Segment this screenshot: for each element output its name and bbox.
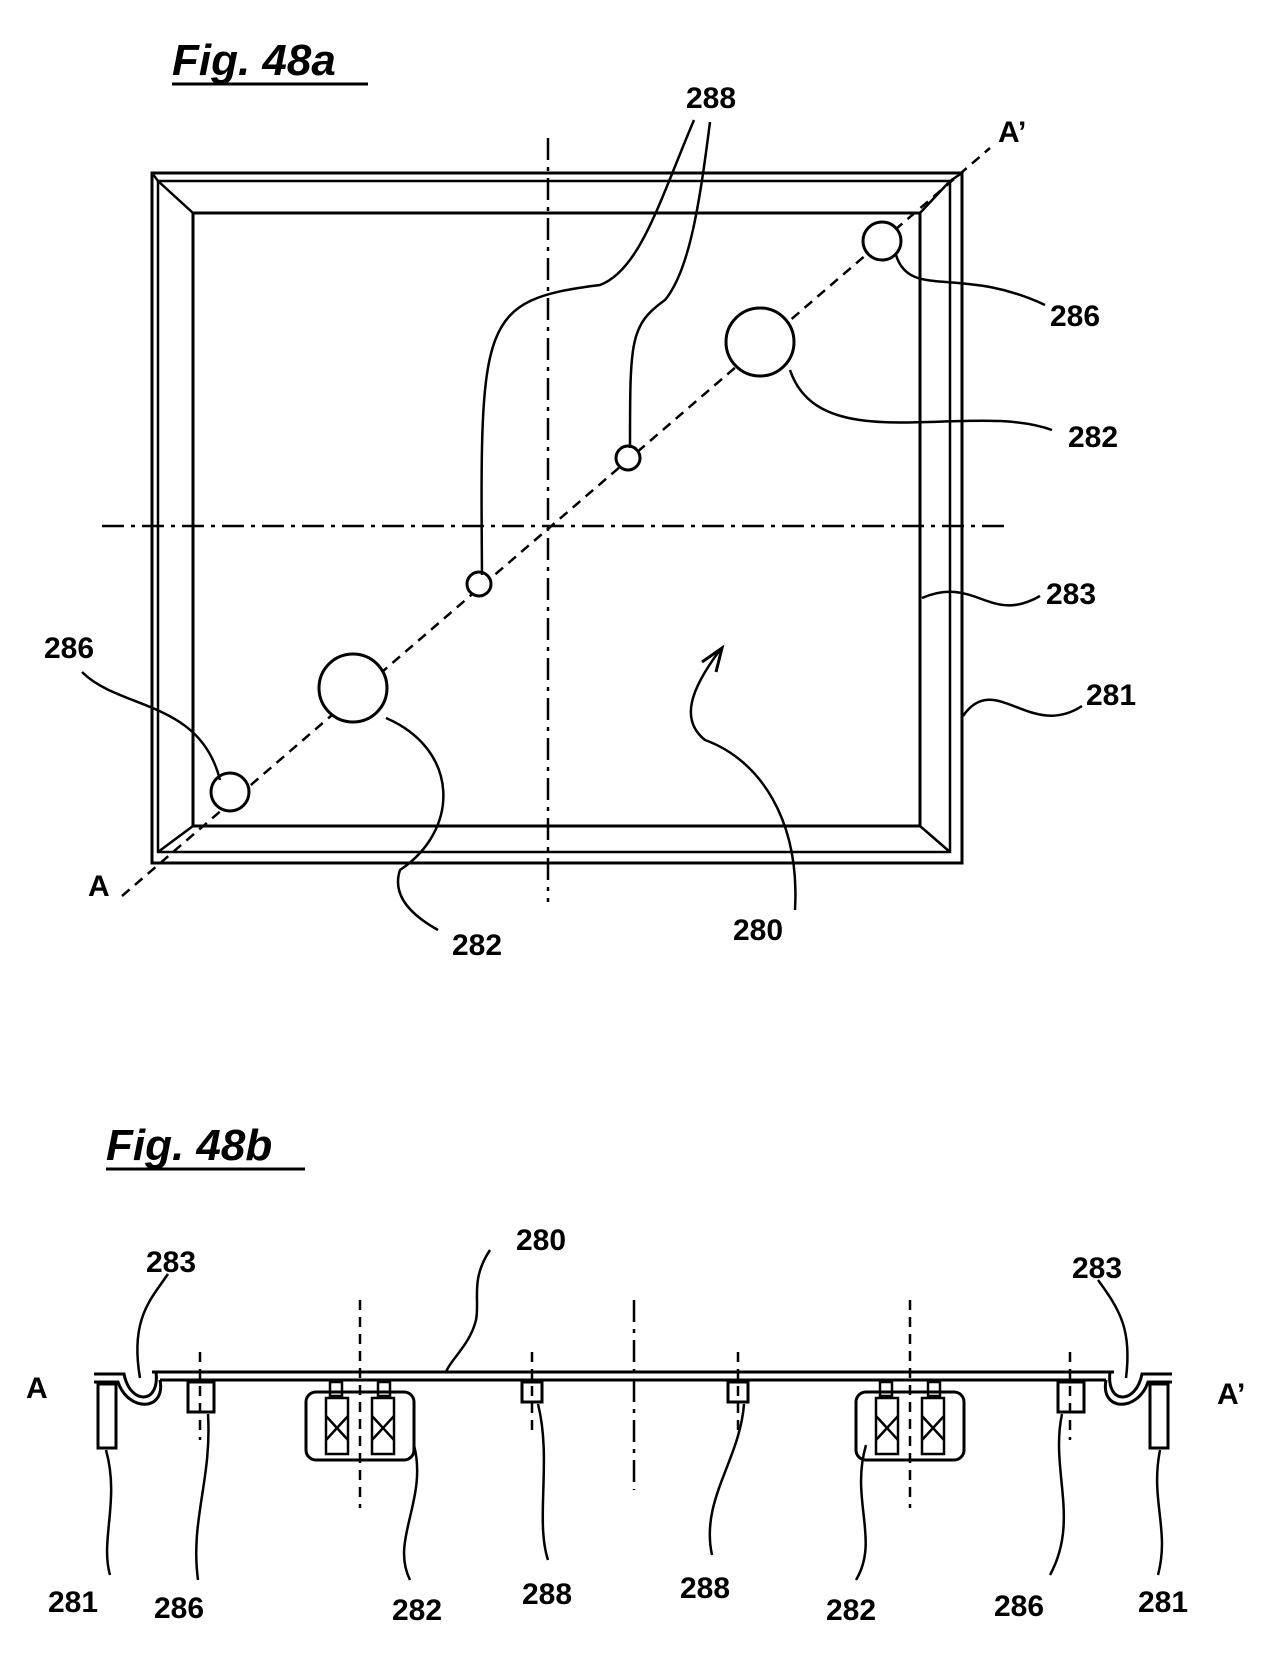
hole-288-left-section	[520, 1380, 544, 1404]
label-281-left-b: 281	[48, 1586, 98, 1619]
label-286-right-b: 286	[994, 1590, 1044, 1623]
label-282-left-b: 282	[392, 1594, 442, 1627]
label-a-prime-b: A’	[1217, 1378, 1245, 1411]
leader-286-right-b	[1048, 1413, 1066, 1576]
leader-282-bottom	[385, 716, 445, 932]
arrowhead-280	[701, 644, 725, 673]
label-286-left: 286	[44, 632, 94, 665]
membrane-280-edge	[191, 211, 922, 828]
frame-corner-bl	[157, 824, 194, 854]
figure-48a-title: Fig. 48a	[172, 36, 336, 85]
label-286-left-b: 286	[154, 1592, 204, 1625]
leader-288-right-b	[708, 1403, 746, 1556]
label-281-right-b: 281	[1138, 1586, 1188, 1619]
label-286-right: 286	[1050, 300, 1100, 333]
label-288-left-b: 288	[522, 1578, 572, 1611]
leader-283-left-b	[136, 1273, 170, 1379]
leader-286-left	[81, 671, 222, 781]
figure-48b: Fig. 48b	[26, 1121, 1245, 1627]
frame-corner-tl	[157, 180, 194, 214]
label-a: A	[88, 870, 110, 903]
frame-corner-tl-outer	[151, 172, 159, 182]
frame-corner-br	[919, 825, 951, 853]
leader-283	[921, 590, 1041, 607]
hole-288-right-section	[726, 1380, 750, 1404]
label-282-right-b: 282	[826, 1594, 876, 1627]
label-a-b: A	[26, 1372, 48, 1405]
label-280-b: 280	[516, 1224, 566, 1257]
frame-281-right	[1148, 1382, 1170, 1450]
groove-283-right	[1108, 1371, 1172, 1399]
label-288-right-b: 288	[680, 1572, 730, 1605]
leader-288-left-b	[536, 1403, 550, 1561]
label-282-right: 282	[1068, 421, 1118, 454]
hole-286-left	[209, 771, 251, 813]
leader-281-right-b	[1155, 1449, 1164, 1576]
leader-282-right	[788, 369, 1053, 432]
label-280: 280	[733, 914, 783, 947]
leader-286-left-b	[194, 1413, 210, 1581]
leader-282-left-b	[402, 1444, 419, 1581]
label-a-prime: A’	[998, 116, 1026, 149]
groove-283-left	[94, 1371, 158, 1399]
frame-281-left	[96, 1382, 118, 1450]
label-283-right-b: 283	[1072, 1252, 1122, 1285]
leader-281-left-b	[104, 1449, 113, 1576]
label-288: 288	[686, 82, 736, 115]
leader-286-right	[894, 254, 1046, 307]
section-line-a-a-prime	[121, 147, 991, 897]
figure-48a: Fig. 48a A	[44, 36, 1136, 962]
label-281: 281	[1086, 679, 1136, 712]
outer-frame-281	[150, 171, 964, 865]
hole-288-right	[614, 444, 642, 472]
leader-280-b	[444, 1249, 492, 1373]
groove-283-right-inner	[1103, 1379, 1172, 1406]
hole-282-left	[317, 652, 389, 724]
leader-281	[961, 698, 1083, 717]
hole-282-right	[724, 306, 796, 378]
frame-edge	[156, 179, 952, 854]
figure-48b-title: Fig. 48b	[106, 1121, 272, 1170]
label-283: 283	[1046, 578, 1096, 611]
label-282-bottom: 282	[452, 929, 502, 962]
hole-286-right	[861, 220, 903, 262]
leader-283-right-b	[1096, 1279, 1129, 1379]
label-283-left-b: 283	[146, 1246, 196, 1279]
leader-280	[689, 649, 797, 911]
leader-288-a	[480, 119, 696, 576]
leader-282-right-b	[854, 1444, 868, 1581]
leader-288-b	[628, 121, 712, 449]
hole-288-left	[465, 570, 493, 598]
groove-283-left-inner	[94, 1379, 163, 1406]
